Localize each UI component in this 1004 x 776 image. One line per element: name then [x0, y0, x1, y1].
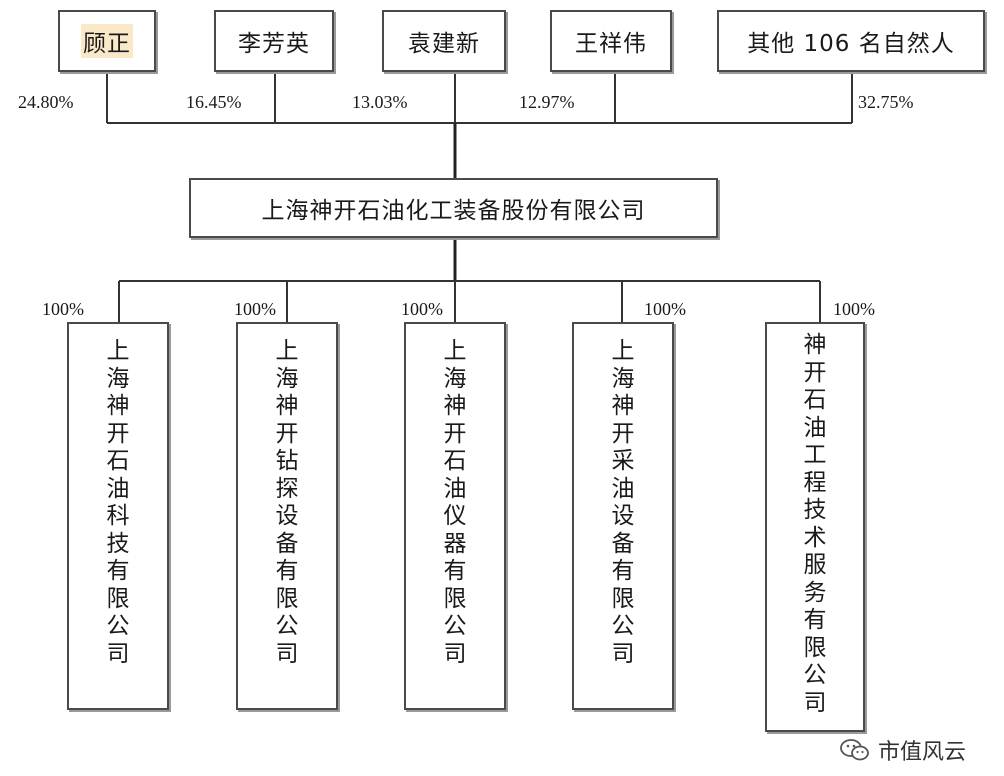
- subsidiary-name: 上海神开钻探设备有限公司: [275, 338, 299, 667]
- subsidiary-name: 神开石油工程技术服务有限公司: [803, 332, 827, 716]
- watermark: 市值风云: [840, 734, 966, 766]
- shareholder-name: 顾正: [81, 24, 133, 58]
- parent-company-box: 上海神开石油化工装备股份有限公司: [189, 178, 718, 238]
- subsidiary-box: 上海神开钻探设备有限公司: [236, 322, 338, 710]
- subsidiary-name: 上海神开石油科技有限公司: [106, 338, 130, 667]
- subsidiary-box: 上海神开石油仪器有限公司: [404, 322, 506, 710]
- shareholder-box: 袁建新: [382, 10, 506, 72]
- watermark-text: 市值风云: [878, 740, 967, 765]
- subsidiary-pct: 100%: [234, 299, 276, 319]
- shareholder-box: 其他 106 名自然人: [717, 10, 985, 72]
- subsidiary-pct: 100%: [42, 299, 84, 319]
- shareholder-box: 王祥伟: [550, 10, 672, 72]
- subsidiary-pct: 100%: [833, 299, 875, 319]
- shareholder-name: 王祥伟: [575, 31, 647, 57]
- shareholding-pct: 16.45%: [186, 92, 242, 112]
- shareholding-pct: 32.75%: [858, 92, 914, 112]
- shareholder-name: 其他 106 名自然人: [747, 31, 955, 57]
- shareholding-pct: 13.03%: [352, 92, 408, 112]
- subsidiary-name: 上海神开采油设备有限公司: [611, 338, 635, 667]
- shareholder-name: 李芳英: [238, 31, 310, 57]
- shareholder-name: 袁建新: [408, 31, 480, 57]
- wechat-icon: [840, 739, 869, 761]
- parent-company-name: 上海神开石油化工装备股份有限公司: [261, 198, 646, 224]
- subsidiary-name: 上海神开石油仪器有限公司: [443, 338, 467, 667]
- subsidiary-pct: 100%: [401, 299, 443, 319]
- subsidiary-box: 神开石油工程技术服务有限公司: [765, 322, 865, 732]
- shareholder-box: 顾正: [58, 10, 156, 72]
- subsidiary-box: 上海神开采油设备有限公司: [572, 322, 674, 710]
- shareholder-box: 李芳英: [214, 10, 334, 72]
- subsidiary-box: 上海神开石油科技有限公司: [67, 322, 169, 710]
- subsidiary-pct: 100%: [644, 299, 686, 319]
- shareholding-pct: 12.97%: [519, 92, 575, 112]
- shareholding-pct: 24.80%: [18, 92, 74, 112]
